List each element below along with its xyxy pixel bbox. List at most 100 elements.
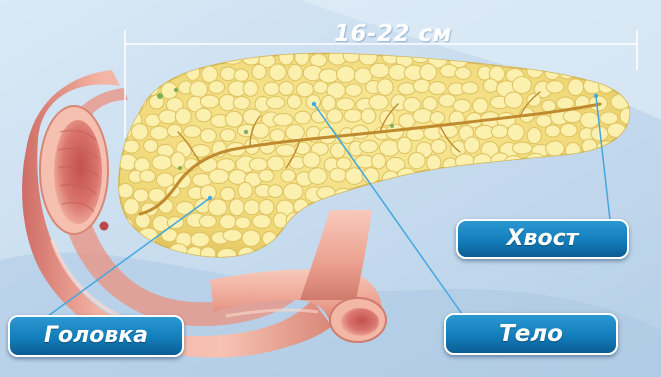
- body-label: Тело: [444, 313, 618, 355]
- pancreas-lobule: [159, 110, 178, 124]
- pancreas-lobule: [283, 183, 303, 200]
- pancreas-lobule: [327, 109, 343, 123]
- pancreas-lobule: [455, 67, 471, 79]
- pancreas-lobule: [527, 128, 541, 144]
- pancreas-lobule: [330, 168, 347, 182]
- pancreas-lobule: [505, 92, 523, 108]
- pancreas-lobule: [270, 129, 285, 142]
- pancreas-lobule: [196, 108, 212, 122]
- pancreas-lobule: [273, 113, 293, 126]
- pancreas-lobule: [269, 64, 286, 81]
- pancreas-lobule: [295, 111, 311, 124]
- pancreas-lobule: [202, 66, 218, 83]
- pancreas-lobule: [152, 155, 172, 170]
- pancreas-lobule: [159, 199, 174, 213]
- pancreas-lobule: [568, 79, 584, 96]
- pancreas-lobule: [413, 79, 430, 93]
- pancreas-lobule: [431, 139, 446, 153]
- pancreas-lobule: [360, 140, 378, 153]
- pancreas-lobule: [361, 109, 376, 124]
- pancreas-lobule: [281, 169, 296, 182]
- pancreas-lobule: [397, 137, 412, 154]
- pancreas-lobule: [545, 125, 560, 137]
- pancreas-lobule: [430, 112, 444, 125]
- pancreas-lobule: [191, 232, 210, 246]
- pancreas-lobule: [464, 137, 480, 153]
- pancreas-lobule: [370, 63, 390, 78]
- pancreas-lobule: [546, 141, 565, 156]
- pancreas-lobule: [420, 64, 437, 81]
- pancreas-lobule: [161, 229, 177, 242]
- pancreas-lobule: [600, 112, 618, 124]
- pancreas-lobule: [243, 81, 258, 97]
- pancreas-lobule: [167, 124, 182, 137]
- pancreas-lobule: [267, 156, 284, 171]
- pancreas-lobule: [220, 67, 236, 81]
- pancreas-lobule: [135, 213, 150, 228]
- pancreas-lobule: [175, 108, 191, 125]
- pancreas-lobule: [372, 154, 386, 169]
- pancreas-lobule: [235, 217, 250, 229]
- pancreas-lobule: [398, 83, 415, 95]
- pancreas-lobule: [473, 98, 488, 114]
- pancreas-lobule: [580, 112, 599, 128]
- pancreas-lobule: [184, 126, 202, 138]
- pancreas-lobule: [286, 125, 305, 141]
- pancreas-lobule: [377, 79, 393, 96]
- pancreas-lobule: [252, 64, 266, 79]
- pancreas-lobule: [223, 229, 242, 241]
- pancreas-lobule: [209, 169, 229, 183]
- pancreas-lobule: [380, 140, 400, 156]
- pancreas-lobule: [244, 200, 260, 215]
- pancreas-lobule: [124, 198, 140, 215]
- pancreas-lobule: [288, 64, 303, 80]
- pancreas-lobule: [313, 81, 328, 94]
- pancreas-lobule: [131, 124, 148, 141]
- pancreas-lobule: [344, 109, 362, 122]
- pancreas-lobule: [546, 81, 564, 93]
- pancreas-lobule: [527, 94, 541, 107]
- pancreas-lobule: [276, 144, 296, 156]
- pancreas-lobule: [429, 82, 446, 95]
- pancreas-lobule: [242, 230, 260, 246]
- pancreas-lobule: [413, 109, 432, 124]
- pancreas-lobule: [336, 98, 355, 110]
- pancreas-lobule: [199, 215, 216, 228]
- pancreas-lobule: [308, 168, 327, 185]
- pancreas-lobule: [150, 126, 169, 140]
- pancreas-lobule: [229, 199, 244, 216]
- pancreas-lobule: [408, 152, 425, 168]
- pancreas-lobule: [512, 142, 532, 154]
- pancreas-lobule: [563, 110, 582, 123]
- pancreas-lobule: [208, 199, 227, 216]
- pancreas-lobule: [259, 199, 274, 214]
- pancreas-lobule: [512, 77, 531, 94]
- pancreas-lobule: [264, 82, 280, 96]
- length-measurement-label: 16-22 см: [318, 18, 468, 50]
- pancreas-lobule: [303, 152, 320, 168]
- pancreas-lobule: [266, 97, 285, 109]
- pancreas-lobule: [191, 145, 210, 158]
- pancreas-lobule: [287, 95, 301, 109]
- pancreas-lobule: [249, 158, 267, 171]
- pancreas-lobule: [171, 152, 185, 169]
- pancreas-lobule: [337, 66, 356, 83]
- tail-label: Хвост: [456, 219, 629, 259]
- pancreas-lobule: [508, 124, 525, 141]
- pancreas-lobule: [190, 81, 208, 98]
- pancreas-lobule: [220, 129, 235, 142]
- pancreas-lobule: [225, 111, 242, 127]
- pancreas-lobule: [483, 79, 498, 93]
- pancreas-lobule: [233, 96, 250, 109]
- pancreas-lobule: [462, 82, 479, 94]
- pancreas-lobule: [220, 214, 237, 229]
- pancreas-lobule: [345, 84, 362, 96]
- pancreas-lobule: [209, 81, 225, 94]
- pancreas-lobule: [200, 95, 219, 108]
- pancreas-lobule: [306, 95, 320, 109]
- pancreas-lobule: [140, 170, 156, 182]
- pancreas-lobule: [144, 139, 158, 152]
- pancreas-lobule: [268, 185, 283, 198]
- pancreas-lobule: [200, 129, 216, 143]
